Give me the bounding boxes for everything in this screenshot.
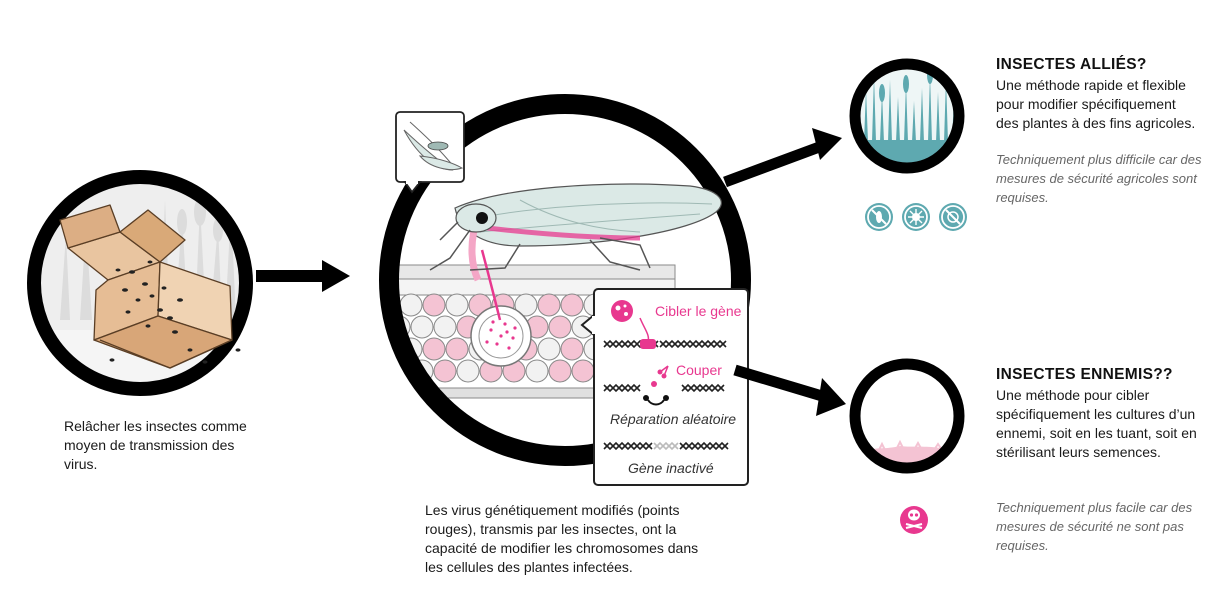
dna-strand [603,383,641,393]
center-caption: Les virus génétiquement modifiés (points… [425,502,699,575]
repair-fragment-icon [643,395,669,406]
allies-title: INSECTES ALLIÉS? [996,56,1147,73]
enemies-title: INSECTES ENNEMIS?? [996,366,1173,383]
plant-cell [560,337,584,361]
allies-note: Techniquement plus difficile car des mes… [996,152,1202,205]
arrow-left-to-center [256,260,350,292]
dna-strand [603,441,653,451]
enemies-note: Techniquement plus facile car des mesure… [996,500,1193,553]
left-caption: Relâcher les insectes comme moyen de tra… [64,418,247,472]
dna-strand [603,383,641,393]
plant-cell [410,315,434,339]
virus-dot [495,342,499,346]
grass-blade [912,101,916,142]
leafhopper-insect [429,183,722,321]
step-repair-label: Réparation aléatoire [610,411,736,427]
dna-strand [659,339,727,349]
gene-editing-panel [580,288,749,486]
allies-circle-scene [849,58,965,174]
grass-blade [920,88,924,142]
infected-cell [470,305,532,367]
grass-blade [896,97,900,142]
dna-strands [603,339,729,451]
flies [109,260,241,364]
virus-dot [485,340,489,344]
plant-cell [422,337,446,361]
grass-blade [904,84,908,142]
arrow-center-to-enemies [733,364,846,416]
plant-cell [445,293,469,317]
no-spread-icon [939,203,967,231]
plant-cell [422,293,446,317]
dna-strand [603,441,653,451]
step-cut-label: Couper [676,362,722,378]
virus-dot [503,322,507,326]
left-circle-scene [27,170,253,396]
no-virus-icon [902,203,930,231]
inset-leaf-box [395,111,465,194]
allies-icons [865,203,967,231]
plant-cell [537,337,561,361]
grass-ear [903,75,909,93]
dna-strand-gap [653,441,679,451]
grass-blade [888,80,892,142]
grass-blade [936,92,940,142]
plant-cell [548,359,572,383]
virus-dot [513,326,517,330]
step-target-label: Cibler le gène [655,303,742,319]
virus-dot [511,336,515,340]
allies-text: Une méthode rapide et flexible pour modi… [996,77,1196,131]
enemies-text: Une méthode pour cibler spécifiquement l… [996,387,1197,460]
dna-strand [679,441,729,451]
dna-strand [681,383,725,393]
plant-cell [560,293,584,317]
virus-dot [491,320,495,324]
plant-cell [433,359,457,383]
cut-marker [651,381,657,387]
target-marker [640,339,656,349]
grass-blade [928,75,932,142]
virus-dot [499,334,503,338]
skull-icon [900,506,928,534]
arrow-center-to-allies [723,128,842,188]
grass-blade [880,93,884,142]
plant-cell [399,293,423,317]
box-illustration [59,204,233,369]
grass-blade [872,76,876,142]
dna-strand [679,441,729,451]
plant-cell [433,315,457,339]
grass-blade [864,89,868,142]
plant-cell [537,293,561,317]
plant-cell [525,359,549,383]
virus-dot [507,346,511,350]
plant-cell [445,337,469,361]
plant-cell [571,359,595,383]
virus-dot [489,328,493,332]
plant-cell [456,359,480,383]
grass-blade [944,79,948,142]
scissors-icon [657,365,669,379]
virus-dot [505,330,509,334]
enemies-circle-scene [849,358,965,474]
step-inactive-label: Gène inactivé [628,460,714,476]
no-insect-icon [865,203,893,231]
grass-ear [879,84,885,102]
plant-cell [514,293,538,317]
plant-cell [548,315,572,339]
center-circle-scene [379,94,751,486]
dna-strand-gap [653,441,679,451]
